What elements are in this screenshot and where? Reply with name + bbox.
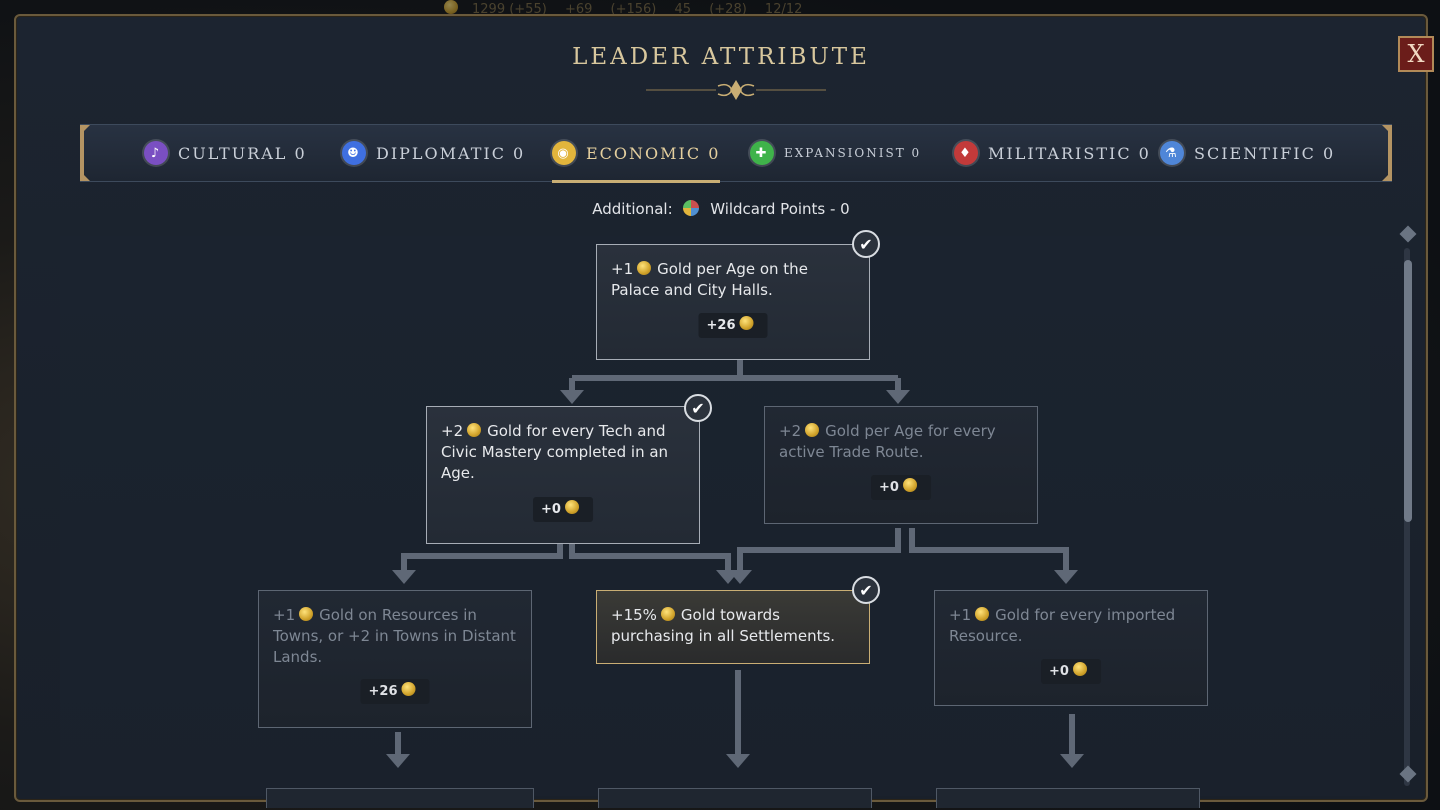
gold-icon xyxy=(637,261,652,275)
node-bonus: +1 xyxy=(273,606,296,624)
happiness-delta: (+28) xyxy=(709,2,747,17)
node-bonus: +2 xyxy=(779,422,802,440)
node-bonus: +1 xyxy=(611,260,634,278)
militaristic-icon: ♦ xyxy=(954,141,978,165)
node-value: +0 xyxy=(871,475,931,500)
node-value: +26 xyxy=(698,313,768,338)
node-description: Gold per Age for every active Trade Rout… xyxy=(779,422,996,461)
tab-label: EXPANSIONIST 0 xyxy=(784,146,922,160)
diplomatic-icon: ☻ xyxy=(342,141,366,165)
modal-title: LEADER ATTRIBUTE xyxy=(572,44,870,70)
tab-expansionist[interactable]: ✚ EXPANSIONIST 0 xyxy=(750,125,921,181)
gold-icon xyxy=(401,682,416,696)
tab-militaristic[interactable]: ♦ MILITARISTIC 0 xyxy=(954,125,1151,181)
science-amount: +69 xyxy=(564,2,593,17)
wildcard-points-value: Wildcard Points - 0 xyxy=(710,200,850,218)
gold-icon xyxy=(467,423,482,437)
wildcard-icon xyxy=(683,200,700,216)
gold-icon xyxy=(660,607,675,621)
node-bonus: +2 xyxy=(441,422,464,440)
tabbar-left-cap-icon xyxy=(80,125,90,181)
gold-amount: 1299 (+55) xyxy=(472,2,547,17)
gold-icon xyxy=(975,607,990,621)
tab-label: MILITARISTIC 0 xyxy=(988,143,1151,163)
resource-readout: 1299 (+55) +69 (+156) 45 (+28) 12/12 xyxy=(440,0,1000,18)
tree-node-partial[interactable] xyxy=(936,788,1200,808)
tab-cultural[interactable]: ♪ CULTURAL 0 xyxy=(144,125,307,181)
gold-icon xyxy=(902,478,917,492)
node-description: Gold per Age on the Palace and City Hall… xyxy=(611,260,808,299)
tree-node-partial[interactable] xyxy=(266,788,534,808)
leader-attribute-modal: LEADER ATTRIBUTE X ♪ CULTURAL 0 ☻ DIPLOM… xyxy=(14,14,1434,808)
node-value: +0 xyxy=(533,497,593,522)
tab-label: ECONOMIC 0 xyxy=(586,143,721,163)
node-value: +26 xyxy=(360,679,430,704)
unlocked-check-icon: ✔ xyxy=(852,576,880,604)
title-ornament-icon xyxy=(646,80,826,100)
tab-label: SCIENTIFIC 0 xyxy=(1194,143,1336,163)
happiness-amount: 45 xyxy=(674,2,692,17)
node-bonus: +1 xyxy=(949,606,972,624)
node-description: Gold towards purchasing in all Settlemen… xyxy=(611,606,836,645)
node-description: Gold for every imported Resource. xyxy=(949,606,1176,645)
scroll-up-icon[interactable] xyxy=(1399,225,1417,243)
close-button[interactable]: X xyxy=(1398,36,1434,72)
gold-icon xyxy=(299,607,314,621)
gold-icon xyxy=(444,0,458,14)
settlement-count: 12/12 xyxy=(764,2,803,17)
tab-economic[interactable]: ◉ ECONOMIC 0 xyxy=(552,125,721,183)
gold-icon xyxy=(805,423,820,437)
economic-icon: ◉ xyxy=(552,141,576,165)
additional-points: Additional: Wildcard Points - 0 xyxy=(16,200,1426,218)
tree-node-partial[interactable] xyxy=(598,788,872,808)
node-description: Gold for every Tech and Civic Mastery co… xyxy=(441,422,669,482)
node-bonus: +15% xyxy=(611,606,657,624)
scientific-icon: ⚗ xyxy=(1160,141,1184,165)
gold-icon xyxy=(564,500,579,514)
tree-node-gold-purchasing[interactable]: +15%Gold towards purchasing in all Settl… xyxy=(596,590,870,664)
unlocked-check-icon: ✔ xyxy=(684,394,712,422)
scroll-down-icon[interactable] xyxy=(1399,765,1417,783)
tabbar-right-cap-icon xyxy=(1382,125,1392,181)
attribute-tab-bar: ♪ CULTURAL 0 ☻ DIPLOMATIC 0 ◉ ECONOMIC 0… xyxy=(80,124,1392,183)
culture-amount: (+156) xyxy=(610,2,657,17)
tab-scientific[interactable]: ⚗ SCIENTIFIC 0 xyxy=(1160,125,1335,181)
node-value: +0 xyxy=(1041,659,1101,684)
cultural-icon: ♪ xyxy=(144,141,168,165)
unlocked-check-icon: ✔ xyxy=(852,230,880,258)
gold-icon xyxy=(739,316,754,330)
additional-label: Additional: xyxy=(592,200,673,218)
node-description: Gold on Resources in Towns, or +2 in Tow… xyxy=(273,606,516,666)
tab-label: DIPLOMATIC 0 xyxy=(376,143,526,163)
expansionist-icon: ✚ xyxy=(750,141,774,165)
tab-label: CULTURAL 0 xyxy=(178,143,307,163)
scrollbar-thumb[interactable] xyxy=(1404,260,1412,522)
gold-icon xyxy=(1072,662,1087,676)
tab-diplomatic[interactable]: ☻ DIPLOMATIC 0 xyxy=(342,125,525,181)
